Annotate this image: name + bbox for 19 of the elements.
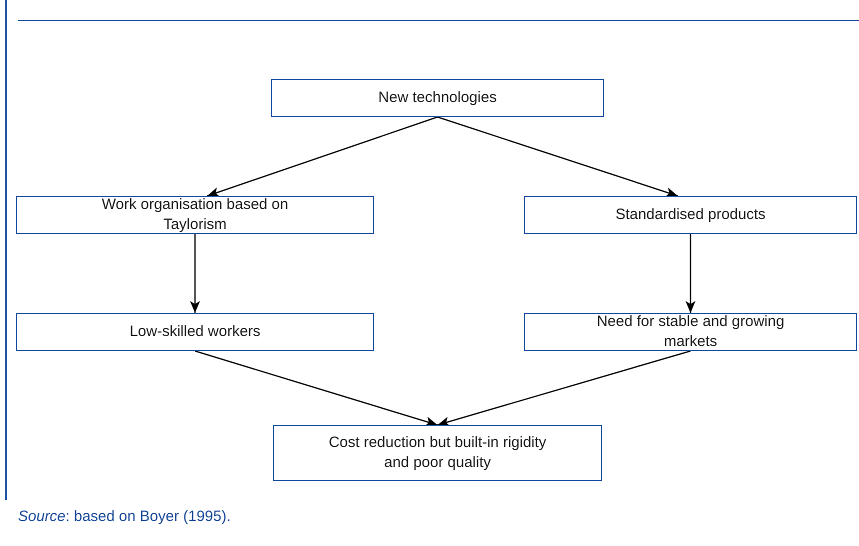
arrow [686, 234, 696, 313]
arrow [437, 350, 691, 426]
process-box [16, 313, 374, 351]
process-box [16, 196, 374, 234]
arrow [194, 350, 438, 426]
process-box [273, 425, 602, 481]
arrow [437, 116, 678, 197]
arrow [190, 234, 200, 313]
process-box [524, 313, 857, 351]
arrow [206, 116, 438, 197]
source-note: Source: based on Boyer (1995). [18, 507, 231, 527]
box-label: Work organisation based on Taylorism [100, 195, 290, 235]
box-label: New technologies [378, 88, 497, 108]
process-box [271, 79, 604, 117]
box-label: Cost reduction but built-in rigidity and poor quality [328, 433, 548, 473]
box-label: Need for stable and growing markets [596, 312, 786, 352]
box-label: Low-skilled workers [130, 322, 260, 342]
box-label: Standardised products [615, 205, 766, 225]
process-box [524, 196, 857, 234]
